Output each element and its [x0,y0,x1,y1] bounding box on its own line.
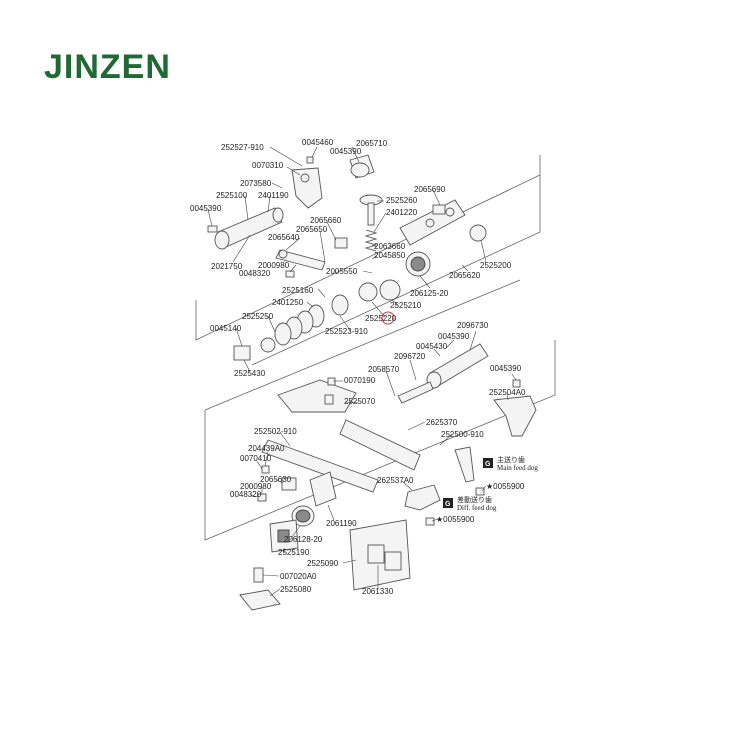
upper-frame [195,155,541,366]
g-marker-text: G [485,461,491,468]
label-2525090: 2525090 [307,559,339,568]
label-2525220: 2525220 [365,314,397,323]
g-marker-text: G [445,501,451,508]
label-2058570: 2058570 [368,365,400,374]
main-feed-dog-jp: 主送り歯 [497,455,525,464]
label-2525160: 2525160 [282,286,314,295]
label-2000980-b: 2000980 [240,482,272,491]
label-0055900-a: ★0055900 [486,482,525,491]
label-0048320: 0048320 [239,269,271,278]
label-252502-910: 252502-910 [254,427,297,436]
g-marker-icon [483,458,493,468]
label-2065660: 2065660 [310,216,342,225]
diff-feed-dog-jp: 差動送り歯 [457,495,492,504]
label-0045430: 0045430 [416,342,448,351]
label-2525100: 2525100 [216,191,248,200]
lower-parts [239,343,537,611]
label-2525250: 2525250 [242,312,274,321]
label-206125-20: 206125-20 [410,289,449,298]
label-262537A0: 262537A0 [377,476,414,485]
label-2073580: 2073580 [240,179,272,188]
label-2065710: 2065710 [356,139,388,148]
label-2065620: 2065620 [449,271,481,280]
label-0045140: 0045140 [210,324,242,333]
label-2525200: 2525200 [480,261,512,270]
label-0070310: 0070310 [252,161,284,170]
label-2061330: 2061330 [362,587,394,596]
diff-feed-dog-en: Diff. feed dog [457,504,497,512]
label-2005550: 2005550 [326,267,358,276]
label-2065630: 2065630 [260,475,292,484]
label-0045390-c: 0045390 [438,332,470,341]
label-0048320-b: 0048320 [230,490,262,499]
label-204439A0: 204439A0 [248,444,285,453]
label-206128-20: 206128-20 [284,535,323,544]
label-2525190: 2525190 [278,548,310,557]
label-2525260: 2525260 [386,196,418,205]
label-0045390-b: 0045390 [190,204,222,213]
label-2401220: 2401220 [386,208,418,217]
label-2525070: 2525070 [344,397,376,406]
label-0055900-b: ★0055900 [436,515,475,524]
highlight-marker [381,311,395,325]
label-2401250: 2401250 [272,298,304,307]
label-252527-910: 252527-910 [221,143,264,152]
label-2021750: 2021750 [211,262,243,271]
label-2096730: 2096730 [457,321,489,330]
label-2065690: 2065690 [414,185,446,194]
part-labels: 252527-910 0045460 2065710 0045390 00703… [190,138,526,596]
label-2065650: 2065650 [296,225,328,234]
lower-frame [204,279,556,541]
label-2061190: 2061190 [326,519,357,528]
label-0045390: 0045390 [330,147,362,156]
label-252504A0: 252504A0 [489,388,526,397]
label-2525210: 2525210 [390,301,422,310]
label-0045390-d: 0045390 [490,364,522,373]
label-2625370: 2625370 [426,418,458,427]
diff-feed-dog-note: G 差動送り歯 Diff. feed dog [443,495,497,512]
label-0070190: 0070190 [344,376,376,385]
g-marker-icon [443,498,453,508]
label-2065640: 2065640 [268,233,300,242]
brand-logo: JINZEN [44,48,171,86]
label-2000980: 2000980 [258,261,290,270]
label-252523-910: 252523-910 [325,327,368,336]
label-007020A0: 007020A0 [280,572,317,581]
label-252500-910: 252500-910 [441,430,484,439]
label-2525080: 2525080 [280,585,312,594]
upper-parts [207,154,487,361]
label-2401190: 2401190 [258,191,289,200]
main-feed-dog-en: Main feed dog [497,464,538,472]
label-2525430: 2525430 [234,369,266,378]
label-0070410: 0070410 [240,454,272,463]
label-0045460: 0045460 [302,138,334,147]
main-feed-dog-note: G 主送り歯 Main feed dog [483,455,538,472]
label-2063660: 2063660 [374,242,406,251]
label-2045850: 2045850 [374,251,406,260]
label-2096720: 2096720 [394,352,426,361]
